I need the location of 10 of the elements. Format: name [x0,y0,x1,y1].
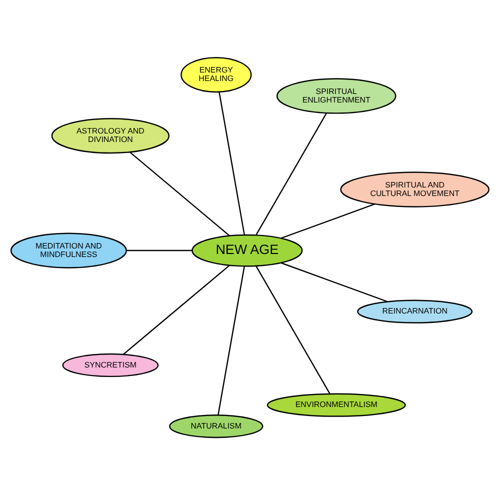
connector [218,266,245,416]
connector [126,250,192,252]
connector [256,266,330,394]
connector [280,262,388,302]
connector [130,152,230,236]
connector [280,204,375,239]
connector [256,112,328,236]
connector [218,92,245,236]
node-ellipse: NEW AGE [192,234,303,267]
connector [123,265,230,355]
